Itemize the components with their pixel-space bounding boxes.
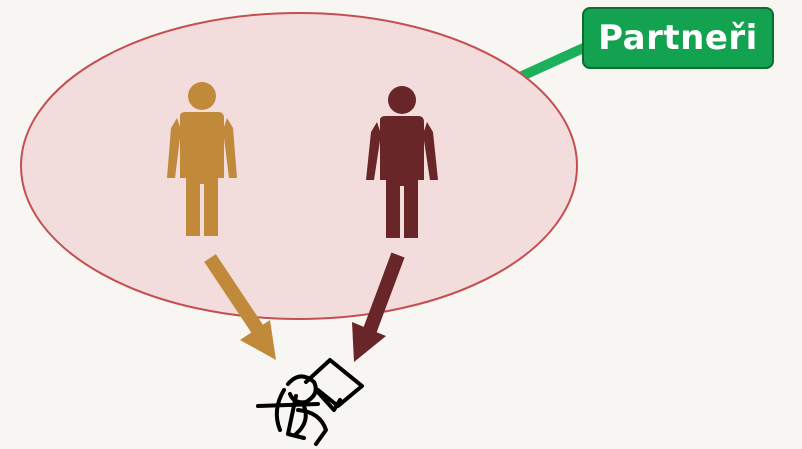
scribbled-child-icon xyxy=(258,360,362,444)
partners-callout-label: Partneři xyxy=(582,7,774,69)
callout-connector xyxy=(522,45,590,76)
partners-group-ellipse xyxy=(21,13,577,319)
